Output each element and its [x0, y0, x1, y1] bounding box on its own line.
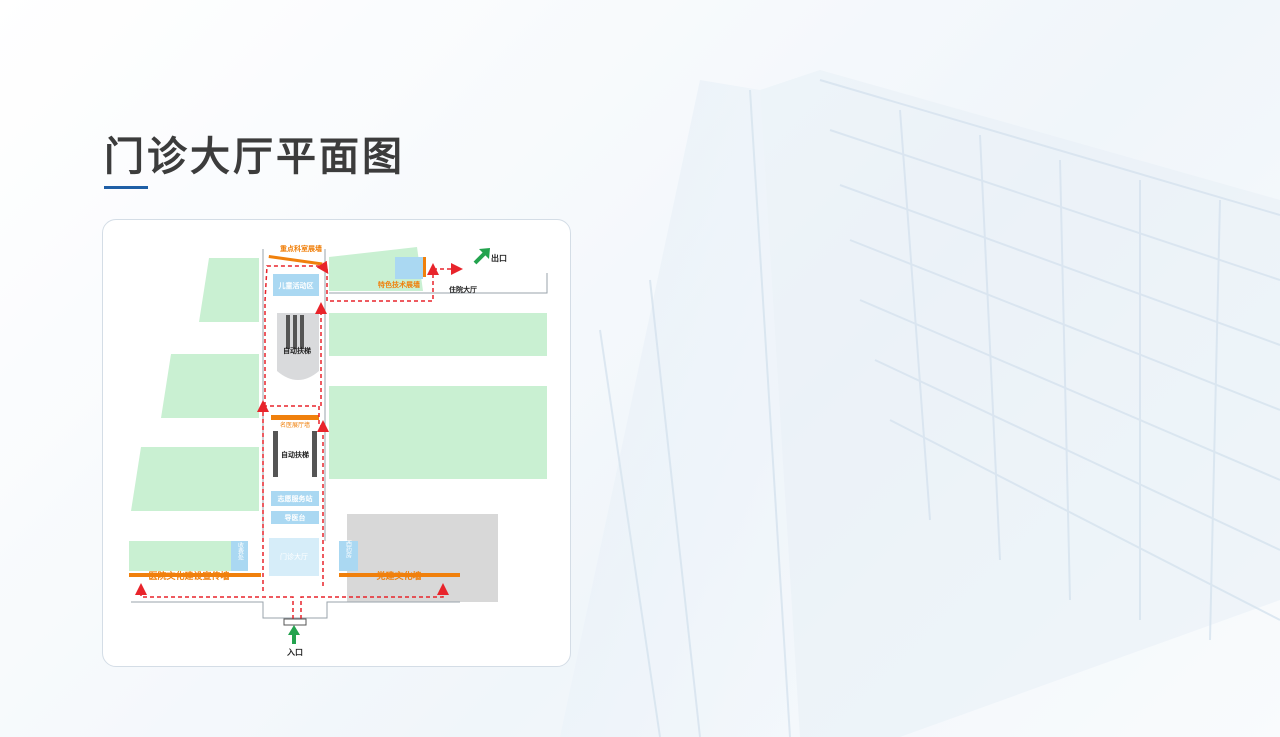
escalator-lower [273, 431, 317, 477]
famous-doctor-wall-label: 名医展厅墙 [280, 421, 310, 429]
exit-arrow-icon [473, 248, 490, 265]
children-area-box [273, 274, 319, 296]
escalator-upper [277, 313, 319, 380]
guide-desk-label: 导医台 [285, 513, 306, 522]
room-block [329, 386, 547, 479]
culture-wall-label: 医院文化建设宣传墙 [148, 570, 229, 582]
floor-plan-card: 重点科室展墙 儿童活动区 特色技术展墙 出口 住院大厅 自动扶梯 名医展厅墙 自… [102, 219, 571, 667]
title-underline [104, 186, 148, 189]
exit-label: 出口 [491, 253, 507, 263]
children-area-label: 儿童活动区 [278, 281, 314, 290]
escalator-lower-label: 自动扶梯 [281, 450, 309, 459]
floor-plan-map: 重点科室展墙 儿童活动区 特色技术展墙 出口 住院大厅 自动扶梯 名医展厅墙 自… [129, 244, 548, 657]
service-boxes [231, 257, 423, 576]
key-dept-wall-label: 重点科室展墙 [280, 244, 322, 253]
escalator-upper-label: 自动扶梯 [283, 346, 311, 355]
outpatient-hall-box [269, 538, 319, 576]
party-wall-bar [339, 573, 460, 577]
orange-walls [129, 255, 460, 577]
western-pharmacy-box [339, 541, 358, 571]
entrance-arrow-icon [288, 625, 300, 644]
key-dept-wall-bar [268, 255, 323, 266]
outpatient-hall-label: 门诊大厅 [280, 552, 308, 561]
visitor-route [135, 260, 463, 619]
western-pharmacy-label: 西药房 [345, 540, 352, 559]
featured-tech-wall-label: 特色技术展墙 [378, 280, 420, 289]
room-block [129, 541, 231, 571]
volunteer-station-label: 志愿服务站 [278, 494, 313, 503]
restricted-area [347, 514, 498, 602]
volunteer-station-box [271, 491, 319, 506]
cashier-label: 收费处 [237, 541, 244, 561]
room-block [161, 354, 259, 418]
cashier-box [231, 541, 248, 571]
room-block [329, 313, 547, 356]
guide-desk-box [271, 511, 319, 524]
featured-tech-box [395, 257, 423, 279]
room-block [199, 258, 259, 322]
featured-tech-wall-bar [423, 257, 426, 277]
party-wall-label: 党建文化墙 [376, 570, 421, 582]
entrance-door-icon [283, 618, 307, 626]
room-block [131, 447, 259, 511]
famous-doctor-wall-bar [271, 415, 319, 420]
culture-wall-bar [129, 573, 261, 577]
corridor-outline [131, 249, 548, 619]
entrance-label: 入口 [286, 648, 303, 657]
page-title: 门诊大厅平面图 [104, 134, 405, 180]
inpatient-hall-label: 住院大厅 [449, 285, 477, 294]
